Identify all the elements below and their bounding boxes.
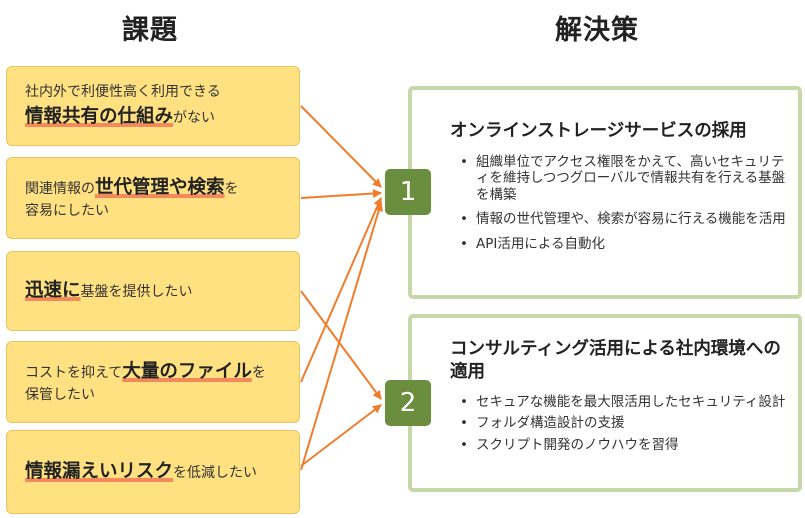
issue-highlight: 世代管理や検索 [95,176,225,198]
solution-bullet: 組織単位でアクセス権限をかえて、高いセキュリティを維持しつつグローバルで情報共有… [460,154,790,203]
issue-box-leak-risk: 情報漏えいリスクを低減したい [6,430,300,514]
solution-number-badge-2: 2 [385,380,431,426]
solution-bullet: セキュアな機能を最大限活用したセキュリティ設計 [460,394,790,411]
issue-text: 容易にしたい [25,203,109,220]
issue-text-line: 保管したい [25,385,285,406]
solution-bullet: フォルダ構造設計の支援 [460,415,790,432]
arrow-issue5-to-solution2 [300,404,382,467]
issue-highlight: 情報漏えいリスク [25,461,174,483]
issue-box-version-search: 関連情報の世代管理や検索を 容易にしたい [6,157,300,239]
arrow-issue1-to-solution1 [300,105,382,188]
solution-bullet-list: 組織単位でアクセス権限をかえて、高いセキュリティを維持しつつグローバルで情報共有… [460,154,790,260]
issue-highlight: 大量のファイル [122,360,252,382]
issue-text: 関連情報の [25,180,95,197]
arrow-issue4-to-solution1 [300,197,382,383]
issue-box-large-files: コストを抑えて大量のファイルを 保管したい [6,341,300,423]
solution-title: コンサルティング活用による社内環境への適用 [450,339,781,382]
arrow-issue2-to-solution1 [300,189,382,199]
solution-box-online-storage: オンラインストレージサービスの採用 組織単位でアクセス権限をかえて、高いセキュリ… [408,86,802,299]
issue-text: 基盤を提供したい [80,284,193,301]
solution-number-badge-1: 1 [385,169,431,215]
issue-box-fast-platform: 迅速に基盤を提供したい [6,251,300,331]
issue-text-line: 容易にしたい [25,201,285,222]
issue-text: を [251,364,266,381]
issue-text: 保管したい [25,387,95,404]
issue-text-line: コストを抑えて大量のファイルを [25,358,285,386]
issue-text-line: 情報漏えいリスクを低減したい [25,458,285,486]
issue-text-line: 迅速に基盤を提供したい [25,277,285,305]
issue-text: がない [173,109,216,126]
issue-text-line: 関連情報の世代管理や検索を [25,174,285,202]
arrow-issue3-to-solution2 [300,290,382,400]
issue-text: 社内外で利便性高く利用できる [25,83,221,100]
solution-bullet: API活用による自動化 [460,236,790,253]
solution-bullet-list: セキュアな機能を最大限活用したセキュリティ設計 フォルダ構造設計の支援 スクリプ… [460,394,790,458]
issue-text: コストを抑えて [25,364,123,381]
issues-heading: 課題 [122,15,178,46]
issue-text: を低減したい [173,465,258,482]
arrow-issue5-to-solution1 [300,202,384,471]
issue-text-line: 情報共有の仕組みがない [25,103,285,131]
issue-box-info-sharing: 社内外で利便性高く利用できる 情報共有の仕組みがない [6,66,300,146]
issue-text: を [224,180,239,197]
issue-text-line: 社内外で利便性高く利用できる [25,82,285,103]
solution-box-consulting: コンサルティング活用による社内環境への適用 セキュアな機能を最大限活用したセキュ… [408,314,802,492]
solution-bullet: 情報の世代管理や、検索が容易に行える機能を活用 [460,211,790,228]
solution-title: オンラインストレージサービスの採用 [450,121,747,141]
solutions-heading: 解決策 [555,15,639,46]
issue-highlight: 情報共有の仕組み [25,105,174,127]
issue-highlight: 迅速に [25,280,81,302]
solution-bullet: スクリプト開発のノウハウを習得 [460,437,790,454]
